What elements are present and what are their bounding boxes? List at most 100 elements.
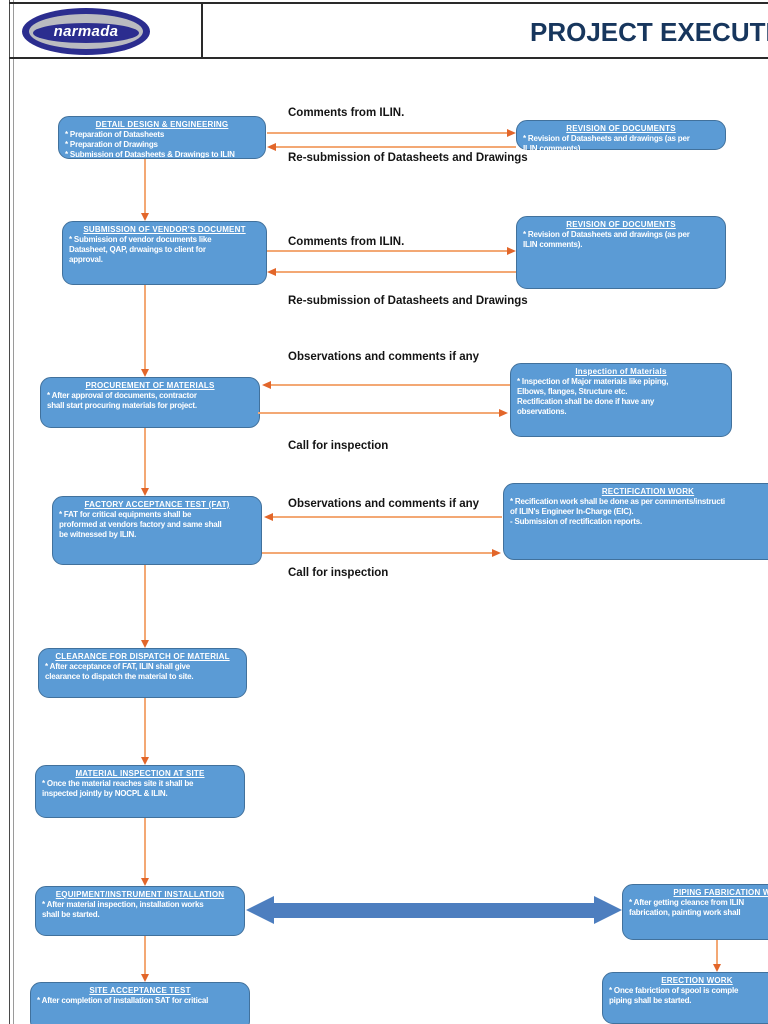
logo-wordmark: narmada: [53, 23, 119, 40]
flow-box-text-line: proformed at vendors factory and same sh…: [59, 520, 222, 529]
logo-band-ellipse: [33, 23, 139, 43]
flow-box-text-line: Elbows, flanges, Structure etc.: [517, 387, 628, 396]
flow-box-text-line: * Once the material reaches site it shal…: [42, 779, 194, 788]
flow-box-clearance-for-dispatch: CLEARANCE FOR DISPATCH OF MATERIAL * Aft…: [38, 648, 247, 698]
flow-box-text-line: * Revision of Datasheets and drawings (a…: [523, 230, 690, 239]
label-comments-from-ilin-1: Comments from ILIN.: [288, 107, 405, 119]
flow-box-rectification-work: RECTIFICATION WORK * Recification work s…: [503, 483, 768, 560]
flow-box-text-line: * Submission of Datasheets & Drawings to…: [65, 150, 235, 159]
flow-box-title: Inspection of Materials: [575, 367, 667, 376]
flow-box-text-line: observations.: [517, 407, 567, 416]
label-call-inspection-2: Call for inspection: [288, 567, 389, 579]
page-title: PROJECT EXECUTIC: [530, 17, 768, 47]
arrow-left-observations-1: [262, 380, 510, 389]
flow-box-text-line: * After getting cleance from ILIN: [629, 898, 744, 907]
arrowhead-down-icon: [140, 213, 149, 221]
flow-box-text-line: be witnessed by ILIN.: [59, 530, 137, 539]
arrowhead-right-icon: [507, 128, 516, 137]
arrowhead-right-icon: [507, 246, 516, 255]
flow-box-title: PROCUREMENT OF MATERIALS: [85, 381, 215, 390]
flow-box-inspection-of-materials: Inspection of Materials * Inspection of …: [510, 363, 732, 437]
arrowhead-left-icon: [264, 512, 273, 521]
flow-box-text-line: * After material inspection, installatio…: [42, 900, 204, 909]
flow-box-revision-documents-2: REVISION OF DOCUMENTS * Revision of Data…: [516, 216, 726, 289]
flow-box-title: FACTORY ACCEPTANCE TEST (FAT): [84, 500, 230, 509]
arrowhead-left-icon: [262, 380, 271, 389]
flow-box-detail-design: DETAIL DESIGN & ENGINEERING * Preparatio…: [58, 116, 266, 159]
flow-box-text-line: inspected jointly by NOCPL & ILIN.: [42, 789, 168, 798]
label-observations-1: Observations and comments if any: [288, 351, 480, 363]
flow-box-equipment-instrument-installation: EQUIPMENT/INSTRUMENT INSTALLATION * Afte…: [35, 886, 245, 936]
label-resubmission-2: Re-submission of Datasheets and Drawings: [288, 295, 528, 307]
double-arrow-left-icon: [246, 896, 274, 924]
flow-box-text-line: ILIN comments): [523, 144, 581, 153]
header-logo-divider: [201, 2, 203, 57]
arrowhead-down-icon: [140, 974, 149, 982]
flow-box-text-line: * Recification work shall be done as per…: [510, 497, 725, 506]
arrow-left-resubmission-1: [267, 142, 516, 151]
flow-box-erection-work: ERECTION WORK * Once fabriction of spool…: [602, 972, 768, 1024]
flow-box-revision-documents-1: REVISION OF DOCUMENTS * Revision of Data…: [516, 120, 726, 153]
flow-box-title: EQUIPMENT/INSTRUMENT INSTALLATION: [55, 890, 225, 899]
flow-box-text-line: * Inspection of Major materials like pip…: [517, 377, 669, 386]
arrowhead-down-icon: [140, 640, 149, 648]
flow-box-text-line: * After approval of documents, contracto…: [47, 391, 197, 400]
arrow-down-2: [140, 285, 149, 377]
arrow-right-comments-1: [267, 128, 516, 137]
flow-box-title: MATERIAL INSPECTION AT SITE: [75, 769, 205, 778]
arrow-down-4: [140, 565, 149, 648]
flow-box-text-line: * After acceptance of FAT, ILIN shall gi…: [45, 662, 190, 671]
arrow-left-resubmission-2: [267, 267, 516, 276]
flow-box-text-line: shall be started.: [42, 910, 100, 919]
label-observations-2: Observations and comments if any: [288, 498, 480, 510]
flow-box-text-line: clearance to dispatch the material to si…: [45, 672, 194, 681]
arrowhead-down-icon: [140, 757, 149, 765]
flow-box-text-line: * Revision of Datasheets and drawings (a…: [523, 134, 690, 143]
arrow-right-call-inspection-2: [262, 548, 501, 557]
flow-box-title: SITE ACCEPTANCE TEST: [89, 986, 191, 995]
narmada-logo: narmada: [22, 8, 150, 55]
flow-box-title: REVISION OF DOCUMENTS: [566, 124, 676, 133]
arrow-right-call-inspection-1: [258, 408, 508, 417]
arrowhead-left-icon: [267, 142, 276, 151]
flow-box-text-line: Datasheet, QAP, drwaings to client for: [69, 245, 206, 254]
arrow-down-5: [140, 698, 149, 765]
flow-box-title: CLEARANCE FOR DISPATCH OF MATERIAL: [55, 652, 230, 661]
flow-box-text-line: * Once fabriction of spool is comple: [609, 986, 739, 995]
flow-box-text-line: ILIN comments).: [523, 240, 583, 249]
flow-box-title: REVISION OF DOCUMENTS: [566, 220, 676, 229]
arrowhead-right-icon: [492, 548, 501, 557]
page-border-left-inner: [13, 0, 14, 1024]
arrowhead-down-icon: [712, 964, 721, 972]
flow-box-text-line: Rectification shall be done if have any: [517, 397, 655, 406]
flow-box-factory-acceptance-test: FACTORY ACCEPTANCE TEST (FAT) * FAT for …: [52, 496, 262, 565]
header-border-top: [9, 2, 768, 4]
arrow-down-3: [140, 428, 149, 496]
flow-box-title: ERECTION WORK: [661, 976, 733, 985]
flow-box-text-line: shall start procuring materials for proj…: [47, 401, 197, 410]
label-resubmission-1: Re-submission of Datasheets and Drawings: [288, 152, 528, 164]
flow-box-procurement-of-materials: PROCUREMENT OF MATERIALS * After approva…: [40, 377, 260, 428]
flow-box-text-line: * Preparation of Datasheets: [65, 130, 165, 139]
header-border-bottom: [9, 57, 768, 59]
arrow-down-7: [140, 936, 149, 982]
flow-box-text-line: * Submission of vendor documents like: [69, 235, 212, 244]
double-arrow-right-icon: [594, 896, 622, 924]
flow-box-text-line: of ILIN's Engineer In-Charge (EIC).: [510, 507, 634, 516]
arrow-down-6: [140, 818, 149, 886]
flow-box-text-line: - Submission of rectification reports.: [510, 517, 642, 526]
flow-box-piping-fabrication-work: PIPING FABRICATION W * After getting cle…: [622, 884, 768, 940]
label-call-inspection-1: Call for inspection: [288, 440, 389, 452]
arrow-down-1: [140, 159, 149, 221]
flow-box-text-line: approval.: [69, 255, 103, 264]
arrowhead-down-icon: [140, 488, 149, 496]
arrow-left-observations-2: [264, 512, 502, 521]
flow-box-title: DETAIL DESIGN & ENGINEERING: [95, 120, 229, 129]
arrowhead-down-icon: [140, 369, 149, 377]
page-border-left-outer: [9, 0, 10, 1024]
arrowhead-right-icon: [499, 408, 508, 417]
arrowhead-down-icon: [140, 878, 149, 886]
label-comments-from-ilin-2: Comments from ILIN.: [288, 236, 405, 248]
flow-box-material-inspection-at-site: MATERIAL INSPECTION AT SITE * Once the m…: [35, 765, 245, 818]
